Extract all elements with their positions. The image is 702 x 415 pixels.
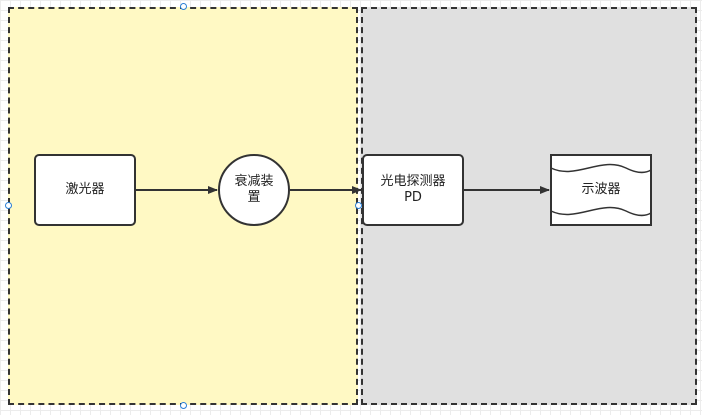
node-attenuator-label: 衰减装 置 <box>234 174 273 206</box>
resize-handle-left[interactable] <box>5 202 12 209</box>
resize-handle-right[interactable] <box>355 202 362 209</box>
node-photodetector-label-line1: 光电探测器 <box>380 174 446 189</box>
resize-handle-top[interactable] <box>180 3 187 10</box>
node-attenuator-label-line2: 置 <box>247 190 261 205</box>
resize-handle-bottom[interactable] <box>180 402 187 409</box>
tape-shape <box>550 154 652 226</box>
node-photodetector-label-line2: PD <box>404 190 422 205</box>
node-oscilloscope-label: 示波器 <box>581 182 621 197</box>
node-attenuator[interactable]: 衰减装 置 <box>218 154 290 226</box>
node-laser-label: 激光器 <box>65 182 105 197</box>
node-oscilloscope[interactable]: 示波器 <box>550 154 652 226</box>
node-laser[interactable]: 激光器 <box>34 154 136 226</box>
node-photodetector[interactable]: 光电探测器 PD <box>362 154 464 226</box>
node-attenuator-label-line1: 衰减装 <box>234 174 274 189</box>
